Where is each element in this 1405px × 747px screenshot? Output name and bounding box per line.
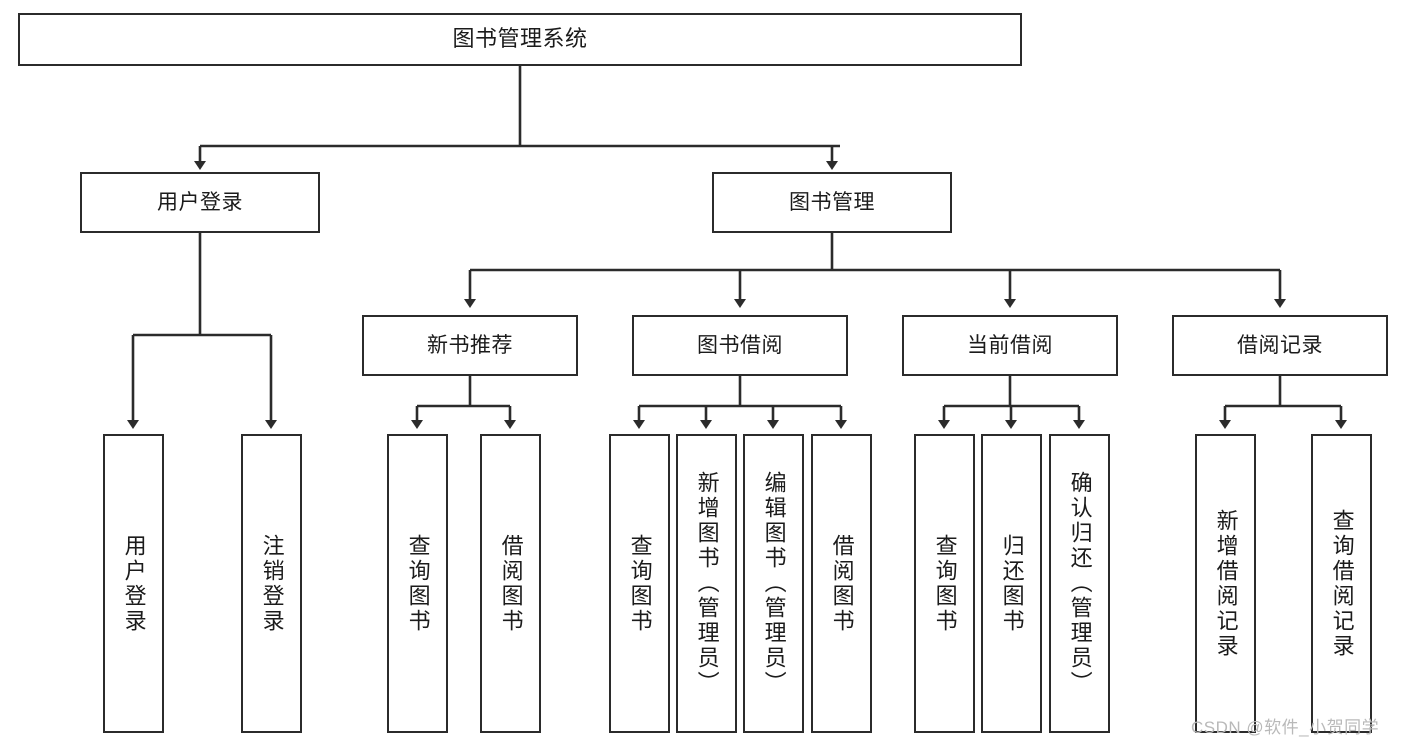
leaf-label: 编辑图书（管理员） (761, 471, 787, 696)
leaf-label: 归还图书 (999, 533, 1025, 634)
leaf-label: 查询借阅记录 (1329, 508, 1355, 659)
node-label: 新书推荐 (427, 333, 513, 357)
node-book-management[interactable]: 图书管理 (712, 172, 952, 233)
node-borrow-record[interactable]: 借阅记录 (1172, 315, 1388, 376)
node-label: 借阅记录 (1237, 333, 1323, 357)
leaf-label: 借阅图书 (498, 533, 524, 634)
leaf-add-borrow-record[interactable]: 新增借阅记录 (1195, 434, 1256, 733)
leaf-label: 注销登录 (259, 533, 285, 634)
leaf-borrow-books-recommend[interactable]: 借阅图书 (480, 434, 541, 733)
leaf-label: 用户登录 (121, 533, 147, 634)
node-label: 用户登录 (157, 190, 243, 214)
node-label: 图书管理 (789, 190, 875, 214)
leaf-confirm-return-admin[interactable]: 确认归还（管理员） (1049, 434, 1110, 733)
node-book-borrow[interactable]: 图书借阅 (632, 315, 848, 376)
leaf-label: 查询图书 (932, 533, 958, 634)
leaf-query-books-current[interactable]: 查询图书 (914, 434, 975, 733)
leaf-edit-book-admin[interactable]: 编辑图书（管理员） (743, 434, 804, 733)
leaf-return-books[interactable]: 归还图书 (981, 434, 1042, 733)
node-label: 图书借阅 (697, 333, 783, 357)
leaf-label: 查询图书 (627, 533, 653, 634)
leaf-query-borrow-record[interactable]: 查询借阅记录 (1311, 434, 1372, 733)
node-user-login[interactable]: 用户登录 (80, 172, 320, 233)
node-label: 当前借阅 (967, 333, 1053, 357)
leaf-query-books-recommend[interactable]: 查询图书 (387, 434, 448, 733)
csdn-watermark: CSDN @软件_小贺同学 (1191, 718, 1380, 737)
leaf-label: 借阅图书 (829, 533, 855, 634)
leaf-borrow-books[interactable]: 借阅图书 (811, 434, 872, 733)
leaf-add-book-admin[interactable]: 新增图书（管理员） (676, 434, 737, 733)
node-root-system[interactable]: 图书管理系统 (18, 13, 1022, 66)
node-current-borrow[interactable]: 当前借阅 (902, 315, 1118, 376)
leaf-label: 新增借阅记录 (1213, 508, 1239, 659)
node-new-book-recommend[interactable]: 新书推荐 (362, 315, 578, 376)
node-label: 图书管理系统 (452, 26, 588, 52)
leaf-query-books-borrow[interactable]: 查询图书 (609, 434, 670, 733)
leaf-label: 新增图书（管理员） (694, 471, 720, 696)
leaf-user-login[interactable]: 用户登录 (103, 434, 164, 733)
leaf-label: 确认归还（管理员） (1067, 471, 1093, 696)
leaf-label: 查询图书 (405, 533, 431, 634)
leaf-logout[interactable]: 注销登录 (241, 434, 302, 733)
